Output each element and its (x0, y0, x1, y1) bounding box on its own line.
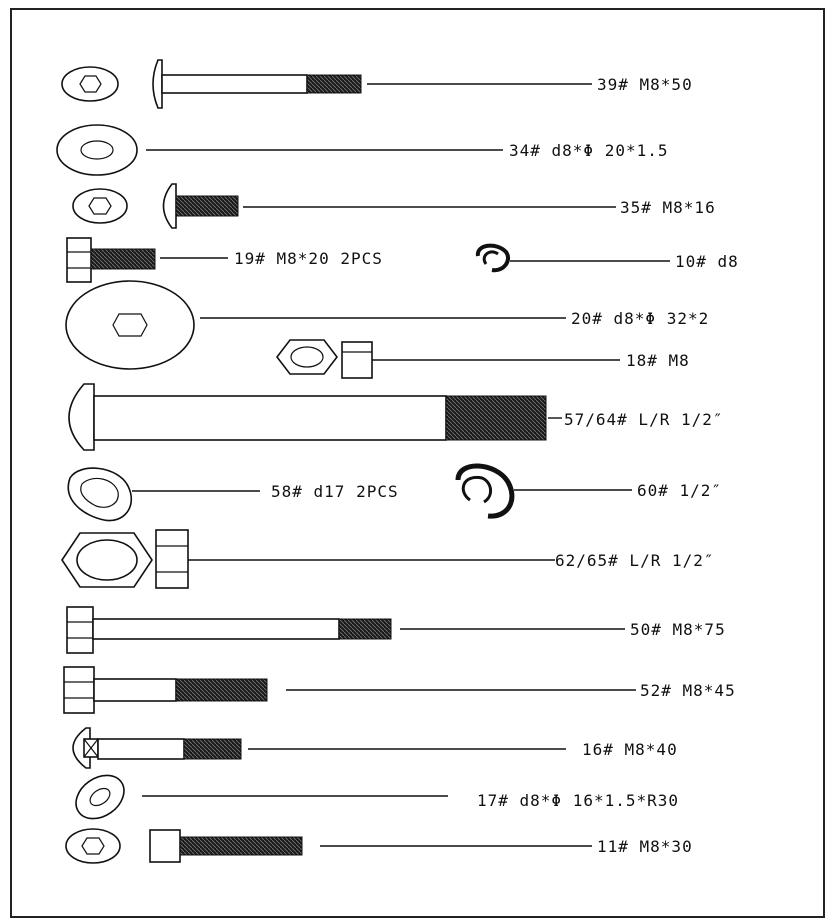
label-11: 11# M8*30 (597, 837, 693, 856)
label-60: 60# 1/2″ (637, 481, 722, 500)
label-58: 58# d17 2PCS (271, 482, 399, 501)
part-19-bolt (66, 237, 228, 283)
label-10: 10# d8 (675, 252, 739, 271)
part-50-bolt (66, 606, 625, 654)
label-35: 35# M8*16 (620, 198, 716, 217)
part-18-nut (275, 339, 620, 379)
label-20: 20# d8*Φ 32*2 (571, 309, 709, 328)
part-17-washer (75, 774, 448, 820)
part-16-bolt (72, 727, 566, 769)
label-52: 52# M8*45 (640, 681, 736, 700)
part-57-64-bolt (68, 383, 562, 451)
label-19: 19# M8*20 2PCS (234, 249, 383, 268)
part-60-split-washer (455, 463, 632, 519)
part-20-washer (65, 280, 566, 370)
label-39: 39# M8*50 (597, 75, 693, 94)
label-18: 18# M8 (626, 351, 690, 370)
part-10-split-washer (475, 243, 670, 273)
label-17: 17# d8*Φ 16*1.5*R30 (477, 791, 679, 810)
label-57-64: 57/64# L/R 1/2″ (564, 410, 724, 429)
label-50: 50# M8*75 (630, 620, 726, 639)
part-52-bolt (63, 666, 636, 714)
part-34-washer (56, 124, 503, 176)
part-58-washer (67, 467, 260, 522)
part-39-bolt (61, 59, 592, 109)
label-62-65: 62/65# L/R 1/2″ (555, 551, 715, 570)
part-35-bolt (72, 183, 616, 229)
part-62-65-nut (61, 529, 555, 589)
label-34: 34# d8*Φ 20*1.5 (509, 141, 669, 160)
label-16: 16# M8*40 (582, 740, 678, 759)
diagram-frame (10, 8, 825, 918)
part-11-bolt (65, 828, 592, 864)
